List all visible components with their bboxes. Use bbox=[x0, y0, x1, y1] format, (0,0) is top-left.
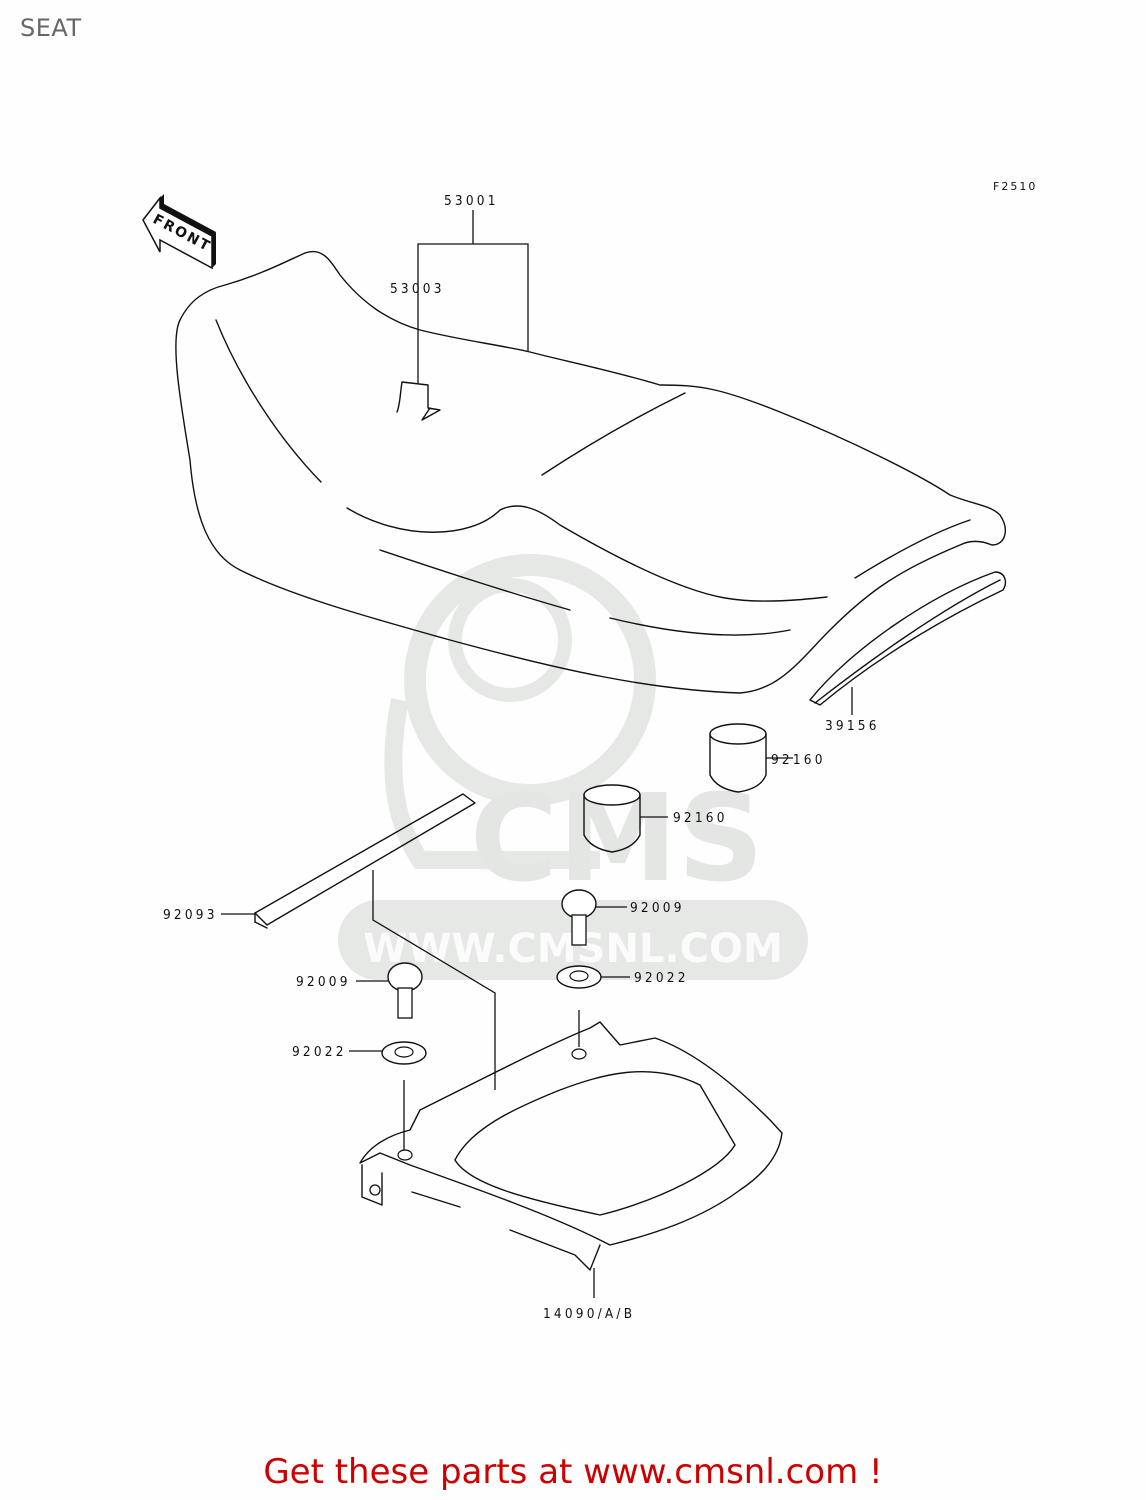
page-title: SEAT bbox=[20, 14, 82, 42]
callout-92160-upper[interactable]: 92160 bbox=[771, 752, 826, 768]
callout-92093[interactable]: 92093 bbox=[163, 907, 218, 923]
seat-rear-pad-drawing bbox=[809, 571, 1007, 706]
washer-right-drawing bbox=[556, 965, 602, 989]
bolt-left-drawing bbox=[387, 962, 423, 1019]
callout-53001[interactable]: 53001 bbox=[444, 193, 499, 209]
footer-link[interactable]: Get these parts at www.cmsnl.com ! bbox=[263, 1452, 883, 1492]
callout-92009-right[interactable]: 92009 bbox=[630, 900, 685, 916]
damper-upper-drawing bbox=[709, 723, 767, 793]
seat-drawing bbox=[175, 250, 1006, 694]
callout-92160-lower[interactable]: 92160 bbox=[673, 810, 728, 826]
washer-left-drawing bbox=[381, 1041, 427, 1065]
damper-lower-drawing bbox=[583, 784, 641, 853]
callout-92009-left[interactable]: 92009 bbox=[296, 974, 351, 990]
callout-39156[interactable]: 39156 bbox=[825, 718, 880, 734]
seat-base-drawing bbox=[359, 1021, 783, 1271]
callout-53003[interactable]: 53003 bbox=[390, 281, 445, 297]
bolt-right-drawing bbox=[561, 889, 597, 946]
figure-ref: F2510 bbox=[993, 180, 1037, 193]
callout-92022-right[interactable]: 92022 bbox=[634, 970, 689, 986]
callout-92022-left[interactable]: 92022 bbox=[292, 1044, 347, 1060]
callout-14090[interactable]: 14090/A/B bbox=[543, 1306, 635, 1322]
front-arrow-icon: FRONT bbox=[142, 194, 216, 270]
leader-lines bbox=[221, 210, 853, 1298]
